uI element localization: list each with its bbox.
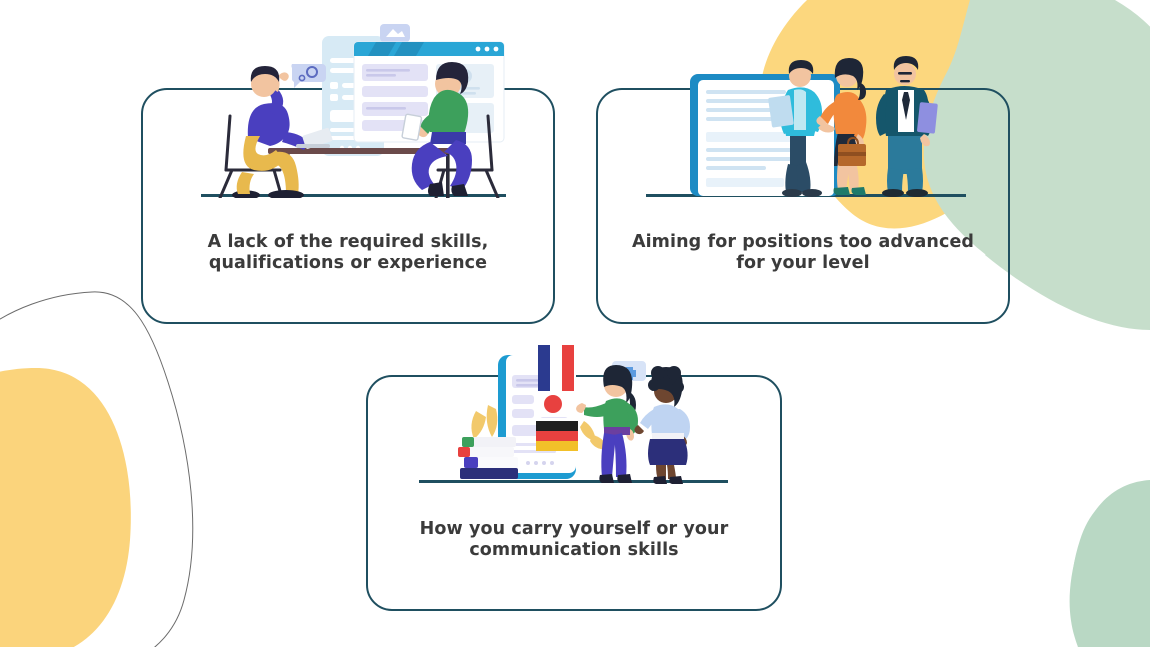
card-1-caption-line-1: A lack of the required skills, bbox=[207, 232, 489, 252]
card-3-caption: How you carry yourself or your communica… bbox=[366, 519, 782, 561]
chair-left bbox=[218, 114, 284, 198]
image-badge bbox=[380, 24, 410, 42]
outline-blob-bottom-left bbox=[0, 291, 194, 647]
man-in-purple-shirt bbox=[232, 66, 333, 198]
man-in-dark-suit bbox=[876, 56, 938, 197]
german-flag bbox=[536, 421, 578, 451]
ground-line-card-1 bbox=[201, 194, 506, 197]
ground-line-card-3 bbox=[419, 480, 728, 483]
man-in-teal-jacket bbox=[768, 60, 835, 197]
illustration-two-people-at-table bbox=[218, 24, 505, 198]
card-2-caption: Aiming for positions too advanced for yo… bbox=[596, 232, 1010, 274]
card-3-caption-line-2: communication skills bbox=[469, 540, 679, 560]
card-1-caption: A lack of the required skills, qualifica… bbox=[141, 232, 555, 274]
illustration-two-women-language-learning bbox=[458, 345, 690, 484]
woman-in-green-top bbox=[401, 62, 472, 196]
illustration-three-candidates-with-document bbox=[690, 56, 938, 197]
card-3-caption-line-1: How you carry yourself or your bbox=[419, 519, 729, 539]
green-blob-bottom-right-2 bbox=[1069, 480, 1150, 647]
card-2-caption-line-2: for your level bbox=[736, 253, 870, 273]
gear-badge bbox=[291, 64, 326, 88]
yellow-blob-bottom-left bbox=[0, 368, 131, 647]
woman-with-briefcase bbox=[816, 58, 867, 195]
woman-in-blue-blouse bbox=[634, 366, 690, 484]
japanese-flag bbox=[536, 391, 570, 417]
woman-in-green-top bbox=[576, 365, 638, 483]
green-wedge-sweep bbox=[985, 60, 1150, 330]
large-document-screen bbox=[690, 74, 840, 196]
french-flag bbox=[538, 345, 574, 409]
card-2-caption-line-1: Aiming for positions too advanced bbox=[631, 232, 975, 252]
card-1-caption-line-2: qualifications or experience bbox=[208, 253, 488, 273]
stack-of-books bbox=[458, 437, 518, 479]
